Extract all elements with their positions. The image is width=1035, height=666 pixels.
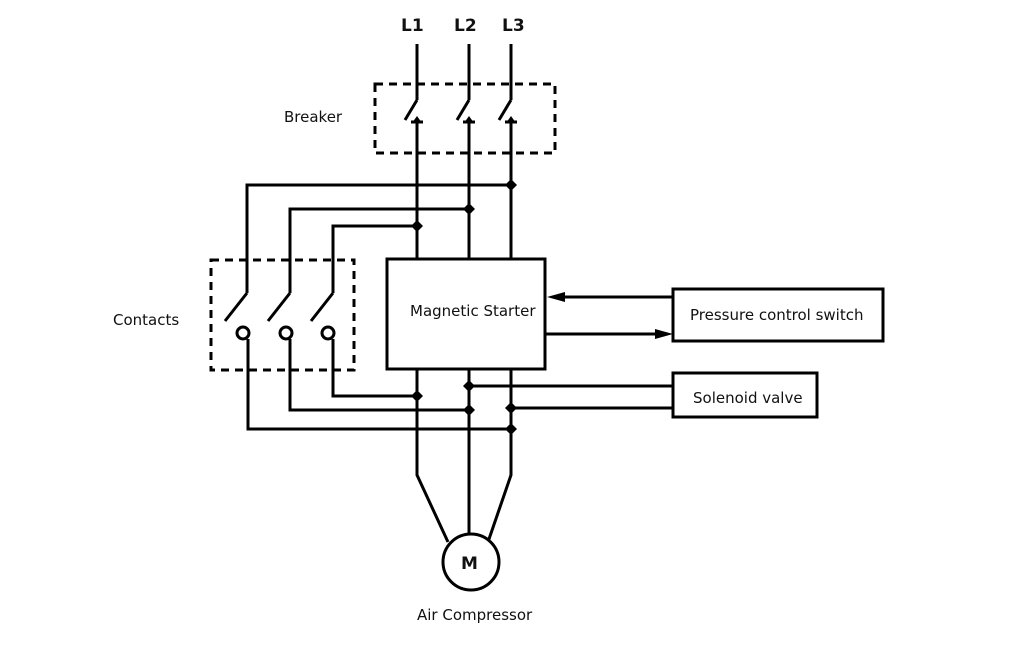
line-label-l1: L1 <box>401 16 424 36</box>
magnetic-starter-label: Magnetic Starter <box>410 302 536 320</box>
motor-label: M <box>461 554 478 574</box>
solenoid-valve-box <box>671 371 819 419</box>
line-label-l2: L2 <box>454 16 477 36</box>
breaker <box>373 44 557 155</box>
magnetic-starter-box <box>385 257 547 371</box>
contacts-label: Contacts <box>113 311 179 329</box>
breaker-label: Breaker <box>284 108 343 126</box>
solenoid-valve-label: Solenoid valve <box>693 389 803 407</box>
line-label-l3: L3 <box>502 16 525 36</box>
contacts <box>209 258 356 372</box>
pressure-control-switch-box <box>671 287 885 343</box>
air-compressor-label: Air Compressor <box>417 606 533 624</box>
pressure-control-switch-label: Pressure control switch <box>690 306 863 324</box>
motor-symbol <box>441 532 501 592</box>
